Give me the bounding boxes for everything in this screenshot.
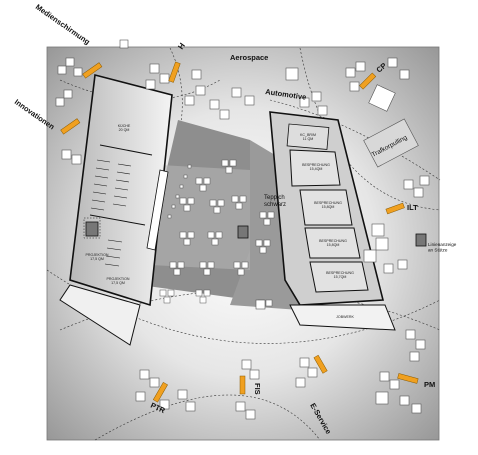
right-building: [269, 111, 396, 331]
carpet-center-light: [150, 165, 250, 270]
table-groups: [159, 159, 275, 307]
label-pm: PM: [424, 380, 435, 389]
label-fis: FIS: [253, 383, 262, 395]
column: [237, 225, 249, 239]
column: [415, 233, 427, 247]
display-boxes: [55, 39, 430, 420]
accent-bars: [60, 61, 419, 403]
label-aerospace: Aerospace: [230, 53, 268, 62]
room-lower-right-bar: JOBWERK: [336, 315, 354, 319]
label-h: H: [176, 41, 187, 51]
label-medienschirmung: Medienschirmung: [34, 2, 92, 46]
label-ilt: ILT: [407, 203, 418, 212]
